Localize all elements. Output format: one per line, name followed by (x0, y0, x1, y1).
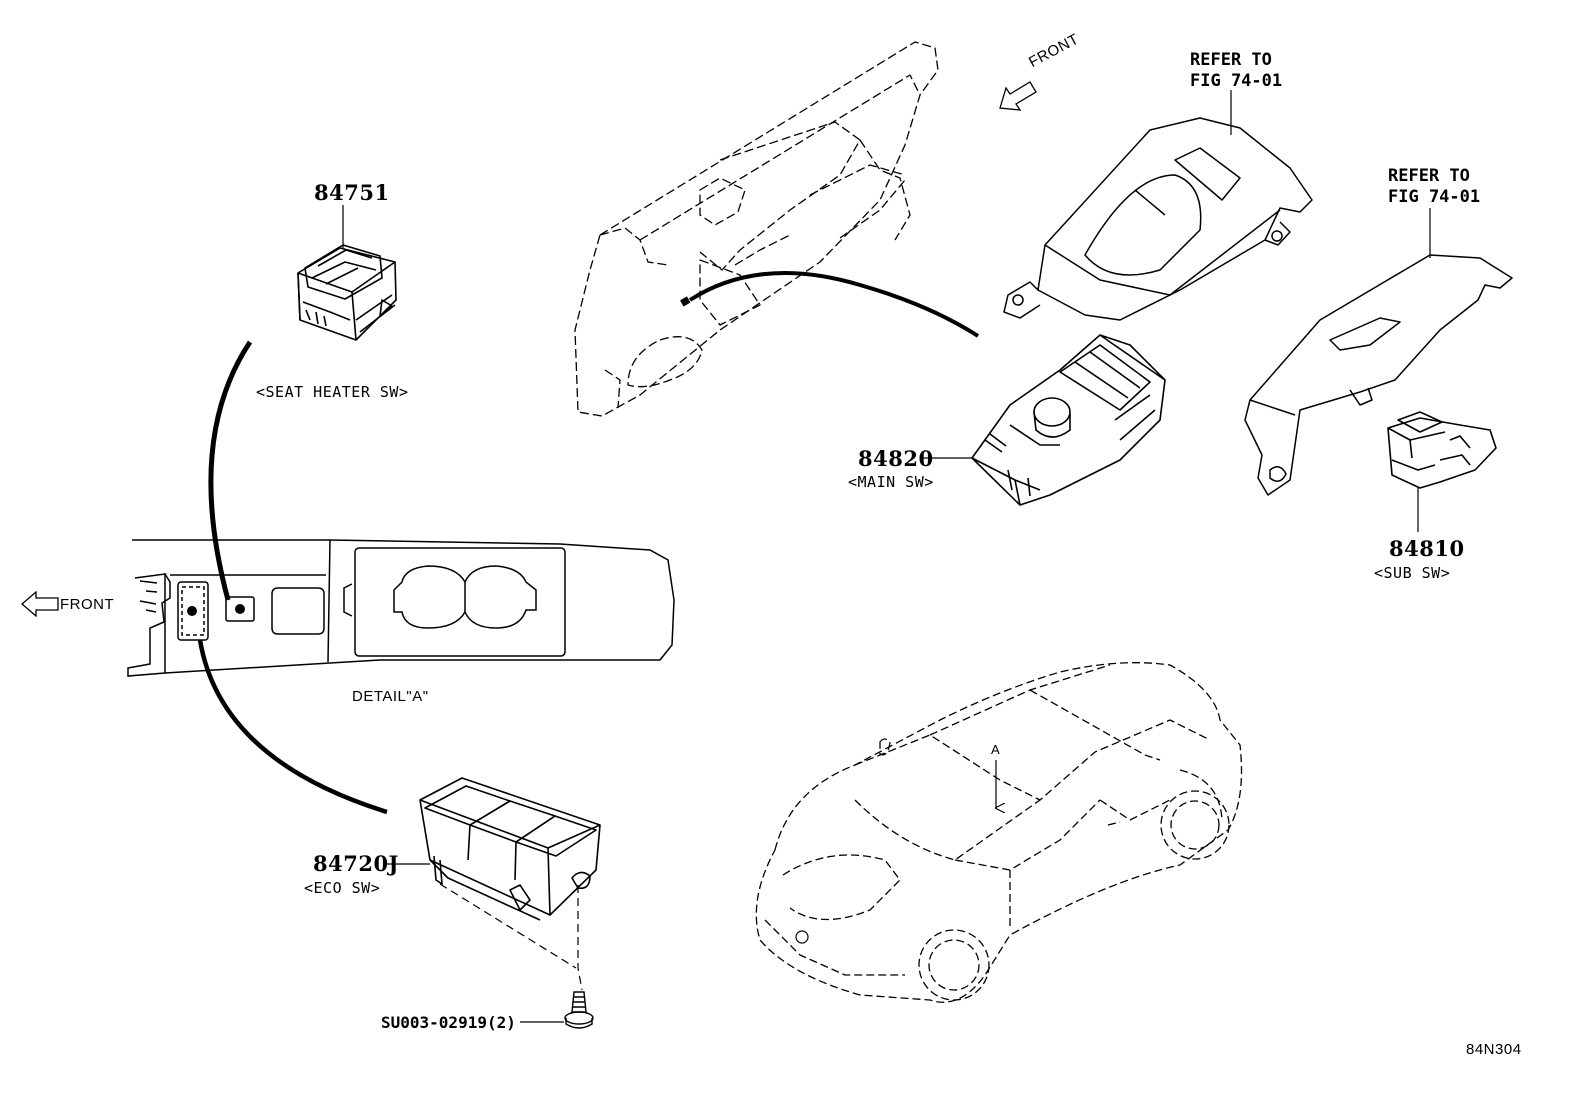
front-label-left: FRONT (60, 596, 115, 613)
door-switch-location-mark (680, 296, 691, 307)
switch-bezel-driver (1003, 117, 1313, 321)
detail-a-title: DETAIL"A" (352, 688, 429, 705)
front-arrow-top-icon (999, 81, 1037, 111)
part-number-84820[interactable]: 84820 (858, 446, 934, 471)
switch-bezel-passenger (1244, 254, 1513, 496)
part-number-84751[interactable]: 84751 (314, 180, 390, 205)
part-number-84720j[interactable]: 84720J (313, 851, 399, 876)
part-number-84810[interactable]: 84810 (1389, 536, 1465, 561)
seat-heater-location-dot (187, 606, 197, 616)
part-number-screw[interactable]: SU003-02919(2) (381, 1013, 516, 1032)
console-detail-a (127, 539, 675, 677)
callout-arc-eco (197, 639, 388, 815)
refer-fig-label-2-line2[interactable]: FIG 74-01 (1388, 187, 1481, 207)
vehicle-outline (755, 662, 1243, 1003)
install-guide-lines (439, 883, 583, 991)
refer-fig-label-1-line1[interactable]: REFER TO (1190, 50, 1272, 70)
eco-switch[interactable] (419, 777, 601, 921)
caption-eco-sw: <ECO SW> (304, 879, 381, 897)
door-switch-callout-line (688, 271, 980, 338)
refer-fig-label-2-line1[interactable]: REFER TO (1388, 166, 1470, 186)
caption-seat-heater-sw: <SEAT HEATER SW> (256, 383, 409, 401)
screw-icon (564, 991, 594, 1029)
sub-window-switch[interactable] (1387, 411, 1497, 489)
caption-sub-sw: <SUB SW> (1374, 564, 1451, 582)
vehicle-emblem-icon (795, 930, 809, 944)
view-marker-a: A (991, 742, 1001, 757)
seat-heater-switch[interactable] (297, 244, 397, 341)
front-arrow-left-icon (21, 590, 59, 618)
caption-main-sw: <MAIN SW> (848, 473, 934, 491)
eco-switch-location-dot (235, 604, 245, 614)
callout-arc-seat-heater (208, 340, 253, 601)
refer-fig-label-1-line2[interactable]: FIG 74-01 (1190, 71, 1283, 91)
figure-code: 84N304 (1466, 1041, 1522, 1058)
main-window-switch[interactable] (971, 334, 1166, 506)
door-trim-outline (574, 41, 939, 417)
